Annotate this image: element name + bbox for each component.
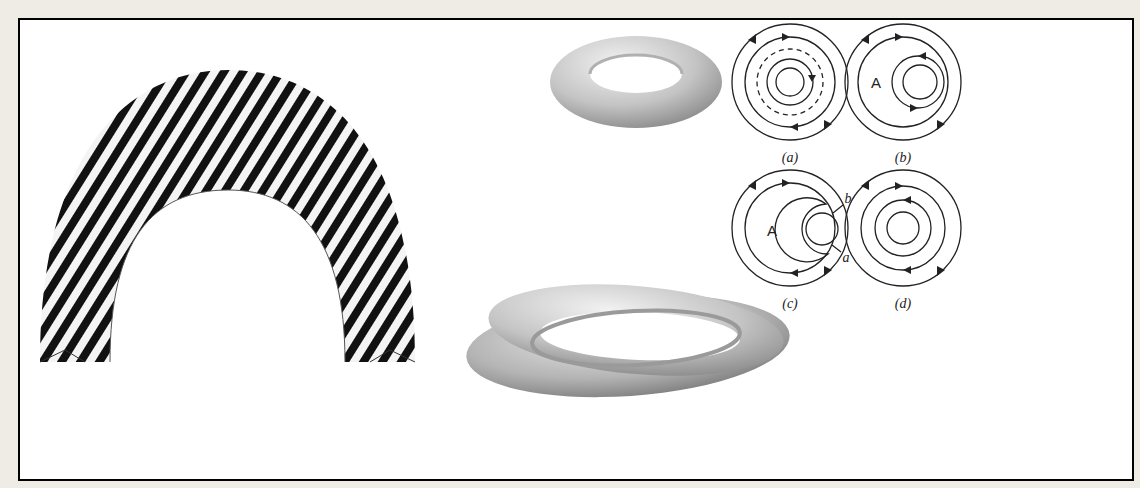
- twisted-torus: [463, 273, 793, 407]
- torus: [550, 36, 722, 128]
- panel-label: b: [845, 192, 852, 206]
- field-lines-d: [845, 170, 961, 286]
- field-lines-c: [732, 170, 848, 286]
- panel-label: (b): [895, 151, 911, 165]
- panel-label: (a): [782, 151, 798, 165]
- field-lines-a: [732, 24, 848, 140]
- region-label: A: [767, 223, 777, 238]
- field-lines-b: [845, 24, 961, 140]
- panel-label: (d): [895, 297, 911, 311]
- arrowheads: [748, 33, 832, 131]
- arrowheads: [861, 180, 945, 276]
- striped-torus: [30, 60, 430, 370]
- arrowheads: [748, 179, 832, 277]
- panel-label: a: [843, 251, 850, 265]
- panel-label: (c): [782, 297, 798, 311]
- region-label: A: [871, 75, 881, 90]
- arrowheads: [861, 33, 945, 130]
